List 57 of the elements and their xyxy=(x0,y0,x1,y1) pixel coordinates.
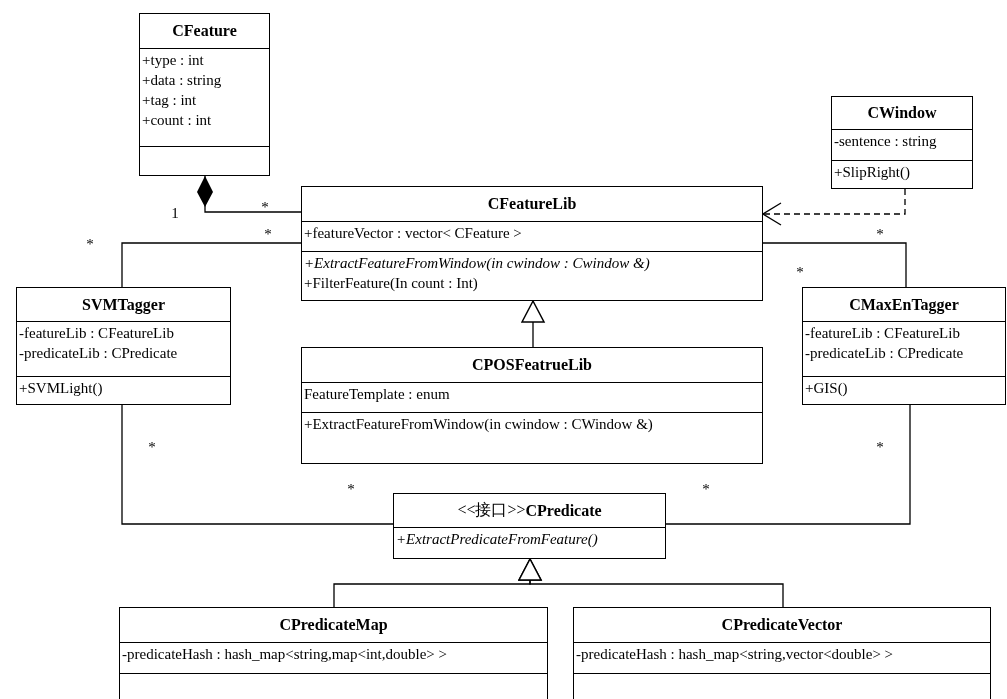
method-text: +SlipRight() xyxy=(834,163,911,182)
multiplicity-label: * xyxy=(702,480,710,498)
class-box xyxy=(16,287,231,405)
multiplicity-label: * xyxy=(261,198,269,216)
class-box xyxy=(802,287,1006,405)
composition-line xyxy=(197,175,302,213)
class-name: SVMTagger xyxy=(82,295,165,314)
class-name: CPredicateVector xyxy=(721,616,843,634)
class-name: CPredicateMap xyxy=(279,616,388,634)
multiplicity-label: * xyxy=(148,438,156,456)
class-box xyxy=(393,493,666,559)
attribute-text: -predicateLib : CPredicate xyxy=(805,344,965,363)
multiplicity-label: * xyxy=(796,263,804,281)
attribute-text: +tag : int xyxy=(142,91,198,110)
class-name: CWindow xyxy=(867,104,937,122)
attribute-text: +data : string xyxy=(142,71,223,90)
class-name: CPredicate xyxy=(525,501,602,520)
association-line xyxy=(121,242,302,288)
method-text: +GIS() xyxy=(805,379,849,398)
method-text: +ExtractFeatureFromWindow(in cwindow : CWindow &) xyxy=(304,415,654,434)
class-box xyxy=(301,186,763,301)
inheritance-arrow xyxy=(521,300,545,348)
attribute-text: +count : int xyxy=(142,111,213,130)
multiplicity-label: * xyxy=(86,235,94,253)
class-box xyxy=(573,607,991,699)
method-text: +FilterFeature(In count : Int) xyxy=(304,274,479,293)
method-text: +SVMLight() xyxy=(19,379,104,398)
attribute-text: +featureVector : vector< CFeature > xyxy=(304,224,523,243)
association-line xyxy=(665,404,911,525)
class-box xyxy=(139,13,270,176)
multiplicity-label: * xyxy=(876,438,884,456)
class-box xyxy=(301,347,763,464)
dependency-arrow xyxy=(762,188,906,226)
class-name: CPOSFeatrueLib xyxy=(472,356,592,374)
class-name: CFeature xyxy=(172,22,237,40)
multiplicity-label: * xyxy=(876,225,884,243)
attribute-text: -featureLib : CFeatureLib xyxy=(805,324,961,343)
attribute-text: -predicateHash : hash_map<string,vector<double> > xyxy=(576,645,895,664)
attribute-text: FeatureTemplate : enum xyxy=(304,385,451,404)
class-box xyxy=(831,96,973,189)
attribute-text: -predicateLib : CPredicate xyxy=(19,344,179,363)
method-text: +ExtractFeatureFromWindow(in cwindow : Cwindow &) xyxy=(304,254,651,273)
attribute-text: -featureLib : CFeatureLib xyxy=(19,324,175,343)
multiplicity-label: 1 xyxy=(171,204,179,222)
attribute-text: +type : int xyxy=(142,51,205,70)
class-box xyxy=(119,607,548,699)
multiplicity-label: * xyxy=(347,480,355,498)
multiplicity-label: * xyxy=(264,225,272,243)
stereotype-text: <<接口>> xyxy=(457,500,526,520)
class-name: CFeatureLib xyxy=(487,195,577,213)
inheritance-arrow xyxy=(518,558,784,608)
class-name: CMaxEnTagger xyxy=(849,295,959,314)
attribute-text: -sentence : string xyxy=(834,132,938,151)
association-line xyxy=(762,242,907,288)
attribute-text: -predicateHash : hash_map<string,map<int,double> > xyxy=(122,645,448,664)
association-line xyxy=(121,404,394,525)
attribute-text: +ExtractPredicateFromFeature() xyxy=(396,530,599,549)
